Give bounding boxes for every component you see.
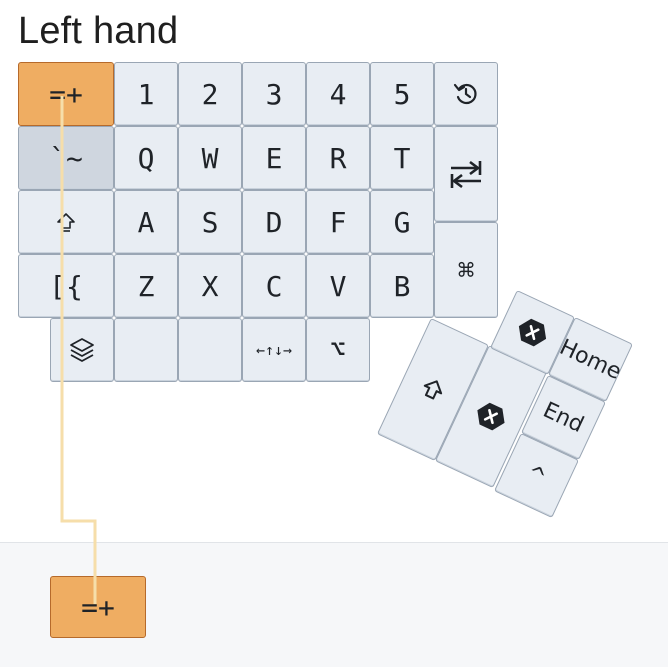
key-label: ←↑↓→ [255,341,293,359]
key-label: A [137,205,155,239]
key-label: E [265,141,283,175]
key-label: =+ [81,590,115,624]
key-command[interactable]: ⌘ [434,222,498,318]
key-label: ⌘ [457,253,475,287]
key-label: =+ [49,77,83,111]
tray-key-equals-plus[interactable]: =+ [50,576,146,638]
key-4[interactable]: 4 [306,62,370,126]
key-2[interactable]: 2 [178,62,242,126]
key-s[interactable]: S [178,190,242,254]
key-blank-1[interactable] [114,318,178,382]
key-1[interactable]: 1 [114,62,178,126]
key-e[interactable]: E [242,126,306,190]
key-bracket-brace[interactable]: [{ [18,254,114,318]
thumb-key-delete[interactable] [489,290,576,376]
key-label: B [393,269,411,303]
key-g[interactable]: G [370,190,434,254]
left-hand-keyboard: =+ 1 2 3 4 5 `~ Q W E R T A S D F G [{ Z… [18,62,634,519]
reset-icon [452,80,480,108]
key-label: [{ [49,269,83,303]
thumb-key-shift[interactable] [376,318,490,462]
key-label: D [265,205,283,239]
key-label: 5 [393,77,411,111]
key-label: W [201,141,219,175]
key-t[interactable]: T [370,126,434,190]
key-label: 3 [265,77,283,111]
key-q[interactable]: Q [114,126,178,190]
key-d[interactable]: D [242,190,306,254]
key-label: S [201,205,219,239]
key-equals-plus[interactable]: =+ [18,62,114,126]
key-label: T [393,141,411,175]
key-label: X [201,269,219,303]
key-layer[interactable] [50,318,114,382]
key-reset[interactable] [434,62,498,126]
key-arrows[interactable]: ←↑↓→ [242,318,306,382]
layers-icon [68,336,96,364]
key-backtick-tilde[interactable]: `~ [18,126,114,190]
key-f[interactable]: F [306,190,370,254]
key-label: ⌥ [330,335,346,365]
key-x[interactable]: X [178,254,242,318]
key-blank-2[interactable] [178,318,242,382]
shift-icon [55,211,77,233]
key-label: End [539,397,588,438]
key-v[interactable]: V [306,254,370,318]
key-label: Z [137,269,155,303]
key-label: V [329,269,347,303]
key-tab[interactable] [434,126,498,222]
key-label: Home [555,334,626,385]
key-label: G [393,205,411,239]
key-label: C [265,269,283,303]
key-label: 2 [201,77,219,111]
tab-arrows-icon [449,159,483,189]
key-label: 4 [329,77,347,111]
key-5[interactable]: 5 [370,62,434,126]
backspace-icon [471,397,512,436]
key-option[interactable]: ⌥ [306,318,370,382]
key-a[interactable]: A [114,190,178,254]
shift-icon [417,374,449,406]
key-label: `~ [49,141,83,175]
key-z[interactable]: Z [114,254,178,318]
backspace-icon [512,313,553,352]
key-label: ^ [522,460,551,491]
key-3[interactable]: 3 [242,62,306,126]
page-title: Left hand [18,10,179,52]
key-label: Q [137,141,155,175]
key-label: F [329,205,347,239]
key-shift-left[interactable] [18,190,114,254]
key-label: R [329,141,347,175]
key-label: 1 [137,77,155,111]
key-w[interactable]: W [178,126,242,190]
key-c[interactable]: C [242,254,306,318]
thumb-key-backspace[interactable] [434,345,548,489]
key-r[interactable]: R [306,126,370,190]
key-b[interactable]: B [370,254,434,318]
